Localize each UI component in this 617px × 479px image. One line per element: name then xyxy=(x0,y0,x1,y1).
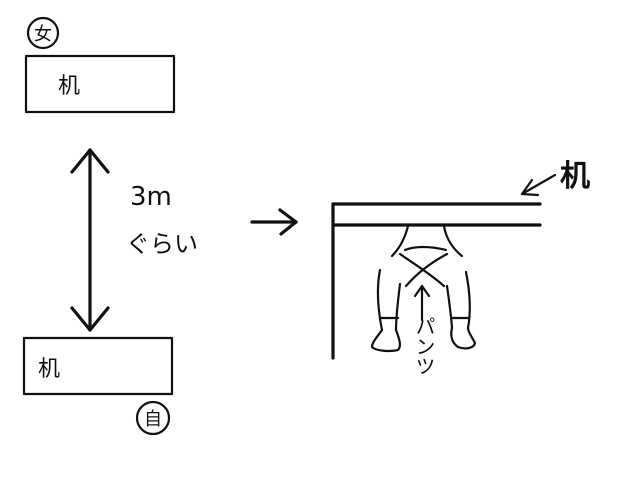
bottom-desk-box xyxy=(22,336,174,396)
self-badge: 自 xyxy=(135,400,171,436)
female-badge: 女 xyxy=(26,16,60,50)
panties-line-b xyxy=(404,252,449,288)
distance-label-approx: ぐらい xyxy=(126,230,198,258)
distance-arrow-head-bottom xyxy=(70,306,110,332)
waist-line xyxy=(403,245,448,252)
table-callout: 机 xyxy=(520,159,590,197)
distance-double-arrow xyxy=(70,148,110,332)
right-arrow-head xyxy=(278,208,298,236)
right-leg-inner xyxy=(445,284,454,330)
top-desk-label: 机 xyxy=(58,74,80,99)
right-leg-outer xyxy=(464,270,471,330)
distance-label: 3m ぐらい xyxy=(126,182,198,258)
right-foot xyxy=(450,326,477,350)
bottom-desk-label: 机 xyxy=(38,357,60,382)
left-leg-outer xyxy=(376,268,384,332)
female-badge-circle xyxy=(26,16,60,50)
panties-arrow-head xyxy=(413,284,431,298)
self-badge-text: 自 xyxy=(144,409,162,430)
female-badge-text: 女 xyxy=(34,24,52,45)
top-desk: 机 xyxy=(24,54,176,114)
top-desk-box xyxy=(24,54,176,114)
distance-arrow-head-top xyxy=(70,148,110,174)
self-badge-circle xyxy=(135,400,171,436)
bottom-desk: 机 xyxy=(22,336,174,396)
distance-label-meters: 3m xyxy=(130,182,172,212)
panties-line-a xyxy=(398,252,446,288)
hip-left-outline xyxy=(390,224,410,258)
right-arrow xyxy=(250,208,298,236)
left-foot xyxy=(370,328,402,353)
panties-label: パンツ xyxy=(412,316,436,376)
table-label: 机 xyxy=(560,159,590,194)
table-callout-arrow-head xyxy=(520,178,540,197)
left-leg-inner xyxy=(394,282,402,332)
table-side-view xyxy=(331,202,542,360)
hip-right-outline xyxy=(442,224,464,258)
table-callout-arrow-shaft xyxy=(520,173,557,196)
legs-figure xyxy=(370,224,477,353)
